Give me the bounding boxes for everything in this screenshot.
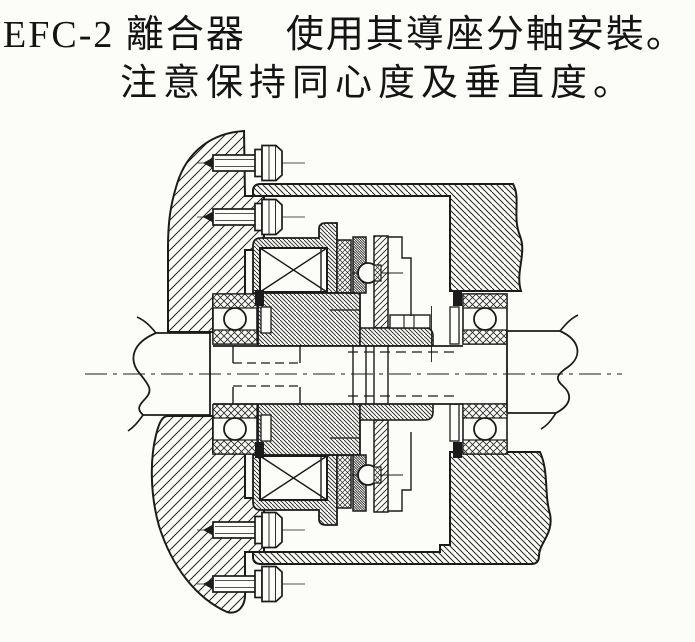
retainer-groove-bottom-left (260, 414, 272, 442)
coil-assembly-top (252, 222, 338, 294)
retainer-tube-bottom-right (449, 403, 460, 442)
mounting-bolt-3 (197, 511, 305, 549)
instruction-line-1: EFC-2 離合器 使用其導座分軸安裝。 (3, 14, 686, 56)
friction-block-top (336, 239, 352, 294)
rotor-hub-bottom (257, 401, 361, 456)
mounting-bolt-1 (197, 144, 305, 182)
bearing-ball (223, 307, 247, 331)
seal-top-right (453, 290, 462, 306)
hub-flange-top (359, 327, 434, 347)
hub-flange-bottom (359, 401, 434, 421)
bearing-top-left (212, 293, 258, 345)
seal-bottom-right (453, 442, 462, 458)
coil-assembly-bottom (252, 454, 338, 526)
bearing-bottom-left (212, 403, 258, 455)
instruction-line-2: 注意保持同心度及垂直度。 (120, 63, 636, 104)
armature-disc-bottom (373, 419, 389, 513)
hub-edges-across-shaft (352, 346, 389, 404)
hub-step-outline-top (388, 236, 412, 316)
retainer-tube-top-right (449, 306, 460, 345)
bearing-ball (223, 417, 247, 441)
flange-screw-bottom (352, 464, 403, 486)
mounting-bolt-4 (197, 565, 305, 603)
key-block (389, 306, 432, 362)
rotor-hub-top (257, 292, 361, 347)
bearing-ball (473, 307, 497, 331)
bearing-top-right (462, 293, 508, 345)
armature-disc-top (373, 235, 389, 329)
guide-seat-bottom (252, 451, 552, 565)
seal-bottom-left (255, 442, 264, 458)
bearing-bottom-right (462, 403, 508, 455)
shaft-break-left (132, 332, 157, 416)
seal-top-left (255, 290, 264, 306)
guide-seat-top (252, 183, 524, 292)
friction-block-bottom (336, 454, 352, 509)
retainer-groove-top-left (260, 306, 272, 334)
mounting-bolt-2 (197, 198, 305, 236)
keyway-sleeve-left (232, 346, 301, 404)
shaft-break-right (555, 330, 579, 414)
bearing-ball (473, 417, 497, 441)
hub-step-outline-bottom (388, 432, 412, 512)
flange-screw-top (352, 262, 403, 284)
